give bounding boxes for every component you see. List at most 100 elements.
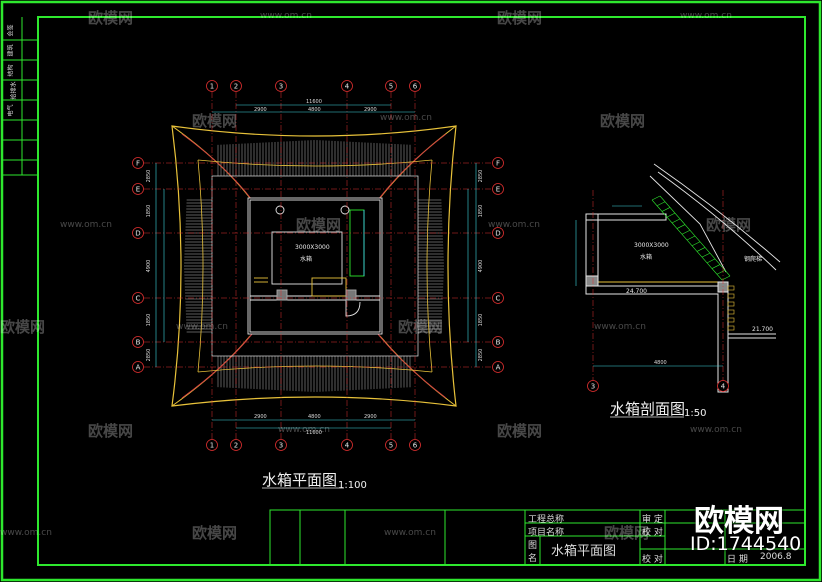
plan-side-dim: 4900 bbox=[146, 260, 152, 273]
roof-hatch-left bbox=[184, 199, 212, 333]
axis-bubble-6 bbox=[409, 439, 421, 451]
axis-label-3: 3 bbox=[279, 83, 283, 91]
axis-label-A: A bbox=[496, 364, 501, 372]
plan-scale: 1:100 bbox=[338, 480, 367, 491]
axis-bubble-1 bbox=[206, 439, 218, 451]
plan-title: 水箱平面图 bbox=[262, 471, 338, 489]
side-strip-label: 电气 bbox=[7, 104, 15, 117]
axis-label-4: 4 bbox=[345, 83, 350, 91]
plan-dim-top-2: 4800 bbox=[308, 107, 321, 113]
tb-date-value: 2006.8 bbox=[760, 552, 792, 562]
roof-hatch-bottom bbox=[217, 356, 411, 392]
tb-project-total: 工程总称 bbox=[528, 515, 565, 525]
watermark-url: www.om.cn bbox=[260, 11, 312, 21]
plan-tank-sub: 水箱 bbox=[300, 256, 313, 263]
watermark-brand: 欧模网 bbox=[706, 216, 752, 234]
axis-bubble-B bbox=[132, 336, 144, 348]
tb-stamp: 校 对 bbox=[642, 555, 663, 565]
axis-bubble-D bbox=[132, 227, 144, 239]
roof-hatch-top bbox=[217, 140, 411, 176]
tb-date-label: 日 期 bbox=[727, 555, 748, 565]
brand-logo-text: 欧模网 bbox=[694, 504, 784, 539]
axis-label-A: A bbox=[136, 364, 141, 372]
plan-dim-top-1: 2900 bbox=[254, 107, 267, 113]
inner-room bbox=[247, 197, 383, 335]
axis-label-1: 1 bbox=[210, 83, 214, 91]
side-strip-label: 会签 bbox=[7, 24, 15, 37]
watermark-url: www.om.cn bbox=[60, 220, 112, 230]
section-ladder-note: 钢爬梯 bbox=[744, 256, 763, 263]
axis-label-6: 6 bbox=[413, 442, 418, 450]
section-axis-bubble-4 bbox=[717, 380, 729, 392]
axis-bubble-4 bbox=[341, 439, 353, 451]
section-level-1: 24.700 bbox=[626, 288, 647, 295]
section-tank bbox=[585, 213, 776, 393]
plan-side-dim: 1850 bbox=[146, 314, 152, 327]
plan-dim-bottom-2: 4800 bbox=[308, 414, 321, 420]
axis-bubble-1 bbox=[206, 80, 218, 92]
watermark-brand: 欧模网 bbox=[88, 422, 134, 440]
tb-review: 审 定 bbox=[642, 515, 663, 525]
roof-hatch-right bbox=[418, 199, 444, 333]
axis-bubble-E bbox=[132, 183, 144, 195]
dimension-lines bbox=[155, 104, 477, 429]
section-tank-sub: 水箱 bbox=[640, 254, 653, 261]
tb-drawing-label-1: 图 bbox=[528, 541, 538, 551]
section-title: 水箱剖面图 bbox=[610, 400, 686, 418]
brand-id: ID:1744540 bbox=[690, 533, 802, 555]
axis-lines bbox=[144, 92, 494, 440]
axis-bubble-A bbox=[132, 361, 144, 373]
watermark-brand: 欧模网 bbox=[88, 9, 134, 27]
section-dims bbox=[575, 205, 723, 367]
axis-bubble-B bbox=[492, 336, 504, 348]
tb-project-name: 项目名称 bbox=[528, 528, 565, 538]
axis-label-E: E bbox=[496, 186, 500, 194]
section-level-2: 21.700 bbox=[752, 326, 773, 333]
watermark-brand: 欧模网 bbox=[600, 112, 646, 130]
watermark-url: www.om.cn bbox=[594, 322, 646, 332]
axis-label-D: D bbox=[495, 230, 500, 238]
axis-bubble-5 bbox=[385, 439, 397, 451]
axis-bubble-D bbox=[492, 227, 504, 239]
axis-label-3: 3 bbox=[279, 442, 283, 450]
plan-side-dim: 1850 bbox=[478, 314, 484, 327]
plan-side-dim: 4900 bbox=[478, 260, 484, 273]
tb-drawing-name: 水箱平面图 bbox=[551, 544, 617, 559]
watermark-url: www.om.cn bbox=[278, 425, 330, 435]
axis-bubble-A bbox=[492, 361, 504, 373]
plan-dim-bottom-1: 2900 bbox=[254, 414, 267, 420]
watermark-url: www.om.cn bbox=[690, 425, 742, 435]
plan-dim-bottom-3: 2900 bbox=[364, 414, 377, 420]
watermark-brand: 欧模网 bbox=[0, 318, 46, 336]
section-scale: 1:50 bbox=[684, 408, 707, 419]
plan-tank-label: 3000X3000 bbox=[295, 244, 330, 251]
side-strip-label: 建筑 bbox=[7, 44, 15, 57]
axis-label-4: 4 bbox=[345, 442, 350, 450]
title-block bbox=[269, 509, 806, 566]
watermark-brand: 欧模网 bbox=[192, 112, 238, 130]
inner-frame bbox=[37, 16, 806, 566]
axis-label-D: D bbox=[135, 230, 140, 238]
tb-check: 校 对 bbox=[642, 528, 663, 538]
watermark-url: www.om.cn bbox=[380, 113, 432, 123]
plan-dim-top-3: 2900 bbox=[364, 107, 377, 113]
axis-bubble-E bbox=[492, 183, 504, 195]
plan-side-dim: 2850 bbox=[146, 170, 152, 183]
axis-bubble-C bbox=[492, 292, 504, 304]
hip-ridges bbox=[171, 125, 457, 407]
side-strip bbox=[2, 17, 38, 176]
section-axis-bubble-3 bbox=[587, 380, 599, 392]
axis-bubble-2 bbox=[230, 80, 242, 92]
axis-label-6: 6 bbox=[413, 83, 418, 91]
side-strip-label: 结构 bbox=[7, 64, 15, 77]
watermark-brand: 欧模网 bbox=[497, 422, 543, 440]
axis-label-C: C bbox=[496, 295, 501, 303]
axis-label-2: 2 bbox=[234, 442, 238, 450]
axis-bubble-5 bbox=[385, 80, 397, 92]
axis-bubble-C bbox=[132, 292, 144, 304]
section-tank-label: 3000X3000 bbox=[634, 242, 669, 249]
